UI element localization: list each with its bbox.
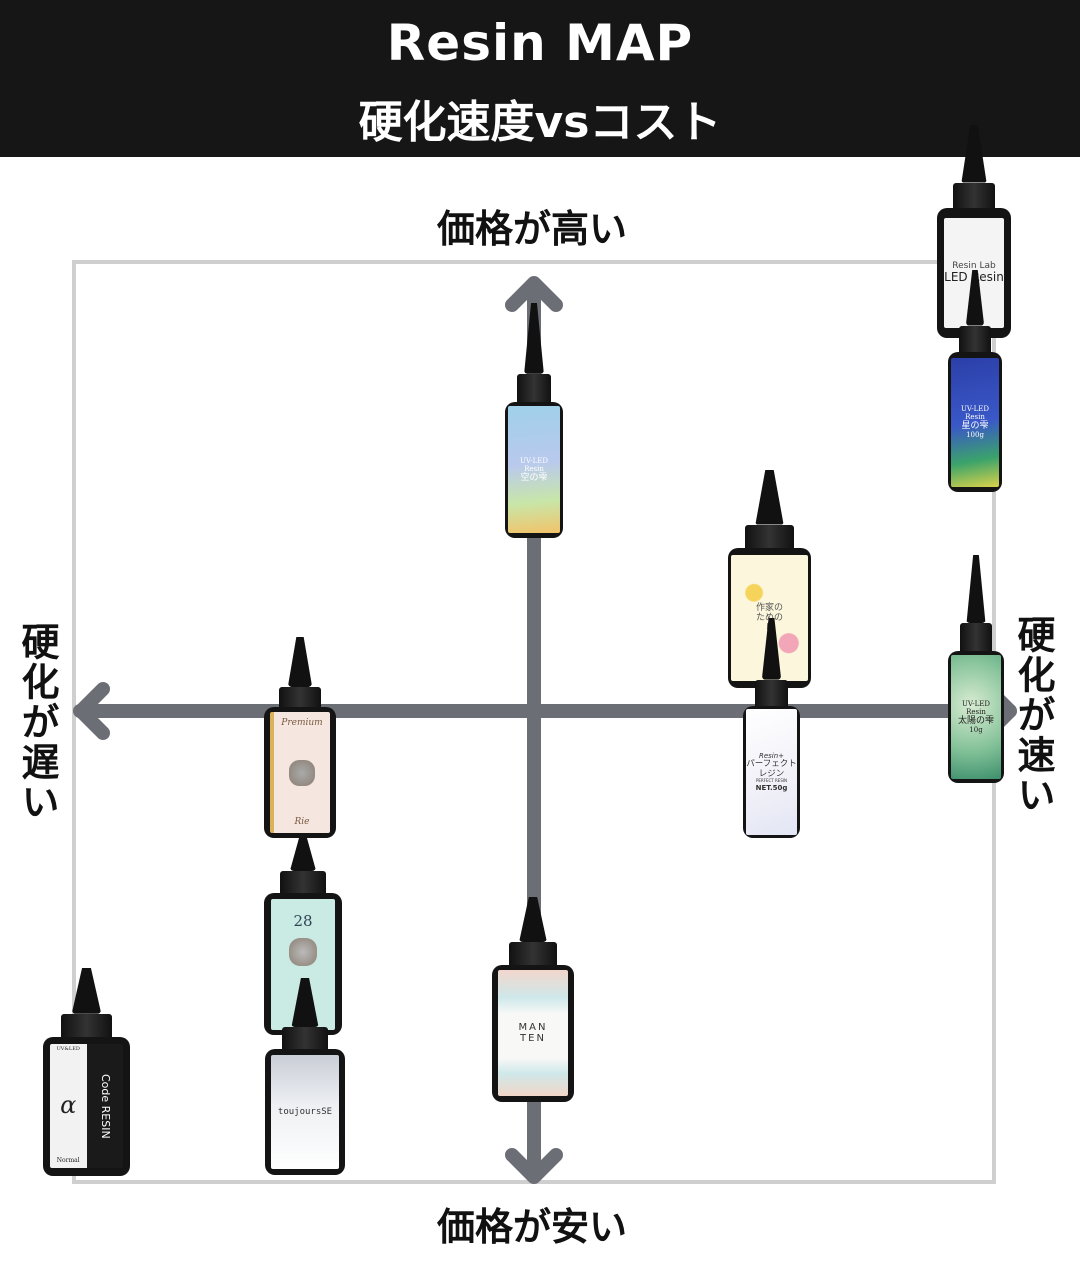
bottle-cap (959, 325, 991, 353)
cat-image (289, 937, 317, 966)
bottle-cap (280, 871, 326, 894)
page-subtitle: 硬化速度vsコスト (358, 97, 722, 148)
bottle-label: Premium Rie (270, 712, 330, 833)
nozzle-tip (524, 303, 544, 374)
label-text: 作家の (755, 602, 783, 613)
bottle-cap (279, 687, 321, 708)
label-text: 空の雫 (520, 472, 548, 483)
label-text: レジン (758, 768, 785, 779)
nozzle-tip (287, 637, 313, 688)
nozzle-tip (519, 897, 547, 943)
product-toujours-se[interactable]: toujoursSE (265, 978, 345, 1175)
label-text: 星の雫 (961, 420, 989, 431)
arrow-down-icon (505, 1148, 563, 1184)
bottle-body: Premium Rie (264, 707, 336, 838)
nozzle-tip (965, 270, 985, 326)
label-text: Normal (56, 1157, 80, 1165)
bottle-label: UV&LED α Normal Code RESIN (49, 1044, 124, 1169)
label-text: Resin (965, 412, 985, 421)
label-text: UV&LED (56, 1046, 80, 1053)
bottle-cap (517, 373, 551, 402)
label-text: 100g (966, 431, 984, 440)
label-text: Rie (294, 816, 310, 827)
bottle-cap (754, 679, 789, 706)
bottle-cap (745, 524, 794, 549)
axis-label-high-price: 価格が高い (437, 207, 628, 251)
label-text: MAN (518, 1021, 548, 1033)
label-text: α (60, 1090, 77, 1119)
label-text: Code RESIN (86, 1044, 124, 1169)
bottle-cap (509, 942, 557, 965)
bottle-body: toujoursSE (265, 1048, 345, 1175)
bottle-body: UV&LED α Normal Code RESIN (43, 1036, 130, 1176)
label-text: Premium (281, 718, 323, 729)
product-28-cat-resin[interactable]: 28 (264, 838, 342, 1035)
arrow-left-icon (74, 682, 110, 740)
label-text: Resin (524, 464, 544, 473)
bottle-cap (952, 182, 996, 209)
label-text: NET.50g (755, 784, 788, 793)
label-text: UV-LED (961, 699, 991, 708)
arrow-up-icon (505, 276, 563, 312)
header: Resin MAP 硬化速度vsコスト (0, 0, 1080, 157)
label-text: パーフェクト (746, 758, 797, 769)
label-text: Resin+ (758, 751, 785, 760)
page-title: Resin MAP (386, 14, 694, 72)
label-text: Resin Lab (952, 260, 996, 271)
label-text: Resin (966, 707, 986, 716)
label-text: TEN (520, 1033, 546, 1045)
bottle-cap (959, 623, 993, 651)
bottle-label: toujoursSE (270, 1054, 340, 1170)
nozzle-tip (291, 978, 319, 1028)
nozzle-tip (755, 470, 784, 525)
bottle-label: 28 (271, 898, 335, 1030)
bottle-cap (61, 1013, 112, 1037)
axis-label-slow-cure: 硬化が遅い (15, 622, 59, 822)
label-text: 10g (969, 726, 983, 735)
bottle-cap (281, 1027, 329, 1049)
label-text: UV-LED (960, 404, 990, 413)
axis-label-low-price: 価格が安い (437, 1205, 628, 1249)
product-code-resin[interactable]: UV&LED α Normal Code RESIN (43, 968, 130, 1176)
label-text: 28 (293, 911, 313, 930)
cat-image (289, 759, 315, 786)
label-text: toujoursSE (277, 1106, 333, 1117)
label-text: 太陽の雫 (957, 715, 994, 726)
bottle-body: 28 (264, 893, 342, 1035)
nozzle-tip (961, 125, 987, 183)
nozzle-tip (966, 555, 986, 624)
product-premium-cat-resin[interactable]: Premium Rie (264, 637, 336, 838)
label-text: UV-LED (519, 456, 549, 465)
label-text: PERFECT RESIN (755, 778, 788, 784)
nozzle-tip (71, 968, 102, 1014)
nozzle-tip (761, 618, 782, 680)
axis-label-fast-cure: 硬化が速い (1011, 615, 1055, 815)
nozzle-tip (289, 838, 317, 872)
